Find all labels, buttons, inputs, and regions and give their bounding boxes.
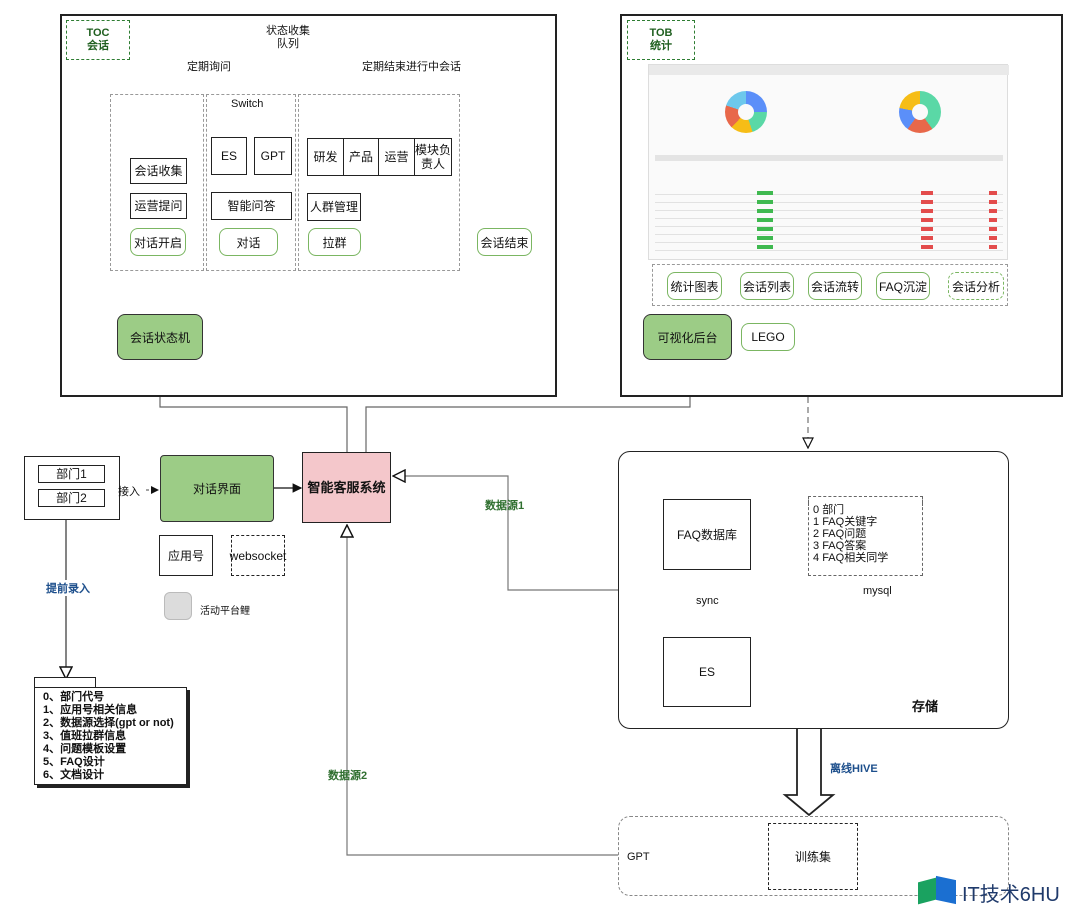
ops-question-box: 运营提问: [130, 193, 187, 219]
session-flow-box: 会话流转: [808, 272, 862, 300]
config-list-tab: [34, 677, 96, 687]
queue-label-2: 队列: [277, 38, 299, 50]
config-item: 5、FAQ设计: [43, 756, 105, 768]
storage-title: 存储: [912, 699, 939, 714]
offline-hive-label: 离线HIVE: [830, 763, 878, 775]
crowd-manage-box: 人群管理: [307, 193, 361, 221]
periodic-query-label: 定期询问: [185, 58, 233, 74]
module-owner-line2: 责人: [420, 157, 445, 171]
brand-text: IT技术6HU: [962, 884, 1060, 906]
smart-qa-box: 智能问答: [211, 192, 292, 220]
faq-fields-table: 0 部门 1 FAQ关键字 2 FAQ问题 3 FAQ答案 4 FAQ相关同学: [808, 496, 923, 576]
faq-field-row: 2 FAQ问题: [813, 528, 867, 540]
websocket-box: websocket: [230, 535, 286, 576]
session-list-box: 会话列表: [740, 272, 794, 300]
dialog-open-box: 对话开启: [130, 228, 186, 256]
faq-field-row: 1 FAQ关键字: [813, 516, 878, 528]
activity-avatar: [164, 592, 192, 620]
config-item: 1、应用号相关信息: [43, 704, 138, 716]
config-item: 2、数据源选择(gpt or not): [43, 717, 174, 729]
dept1-box: 部门1: [38, 465, 105, 483]
pre-entry-label: 提前录入: [46, 580, 90, 596]
screenshot-filter-bar: [655, 155, 1003, 161]
tob-features-group: [652, 264, 1008, 306]
storage-es-box: ES: [663, 637, 751, 707]
stats-chart-box: 统计图表: [667, 272, 722, 300]
config-item: 6、文档设计: [43, 769, 105, 781]
faq-field-row: 0 部门: [813, 504, 845, 516]
group-box: 拉群: [308, 228, 361, 256]
screenshot-table: [655, 187, 1003, 255]
activity-label: 活动平台鲤: [200, 606, 250, 617]
datasource2-line: [347, 525, 618, 856]
mysql-label: mysql: [863, 585, 892, 597]
gpt-box: GPT: [254, 137, 292, 175]
sync-label: sync: [696, 595, 719, 607]
tob-tag-title: TOB: [649, 27, 673, 39]
access-label: 接入: [118, 486, 140, 498]
state-machine-box: 会话状态机: [117, 314, 203, 360]
switch-label: Switch: [231, 98, 264, 110]
config-item: 4、问题模板设置: [43, 743, 127, 755]
module-owner-box: 模块负 责人: [414, 138, 452, 176]
smart-cs-system-box: 智能客服系统: [302, 452, 391, 523]
toc-tag: TOC 会话: [66, 20, 130, 60]
gpt-label: GPT: [627, 851, 650, 863]
faq-field-row: 4 FAQ相关同学: [813, 552, 889, 564]
session-end-box: 会话结束: [477, 228, 532, 256]
toc-group-left: [110, 94, 204, 271]
toc-group-right: [298, 94, 460, 271]
dashboard-screenshot: [648, 64, 1009, 260]
rd-box: 研发: [307, 138, 344, 176]
datasource2-label: 数据源2: [328, 770, 368, 782]
lego-box: LEGO: [741, 323, 795, 351]
faq-fields-list: 0 部门 1 FAQ关键字 2 FAQ问题 3 FAQ答案 4 FAQ相关同学: [808, 502, 923, 576]
periodic-end-label: 定期结束进行中会话: [360, 58, 463, 74]
offline-hive-arrow: [782, 727, 836, 817]
session-collect-box: 会话收集: [130, 158, 187, 184]
faq-field-row: 3 FAQ答案: [813, 540, 867, 552]
visual-backend-box: 可视化后台: [643, 314, 732, 360]
faq-deposit-box: FAQ沉淀: [876, 272, 930, 300]
dept2-box: 部门2: [38, 489, 105, 507]
screenshot-browser-bar: [649, 65, 1009, 75]
config-list: 0、部门代号 1、应用号相关信息 2、数据源选择(gpt or not) 3、值…: [34, 687, 187, 785]
config-item: 0、部门代号: [43, 691, 105, 703]
datasource1-label: 数据源1: [485, 500, 525, 512]
train-set-box: 训练集: [768, 823, 858, 890]
app-account-box: 应用号: [159, 535, 213, 576]
session-analysis-box: 会话分析: [948, 272, 1004, 300]
queue-label-1: 状态收集: [266, 25, 310, 37]
dialog-box: 对话: [219, 228, 278, 256]
product-box: 产品: [343, 138, 379, 176]
faq-db-box: FAQ数据库: [663, 499, 751, 570]
toc-group-middle: [206, 94, 296, 271]
dialog-ui-box: 对话界面: [160, 455, 274, 522]
tob-tag-subtitle: 统计: [650, 40, 672, 52]
toc-tag-subtitle: 会话: [87, 40, 109, 52]
toc-tag-title: TOC: [86, 27, 110, 39]
config-item: 3、值班拉群信息: [43, 730, 127, 742]
brand-logo-icon: [918, 875, 958, 905]
es-box: ES: [211, 137, 247, 175]
datasource1-line: [393, 476, 618, 591]
module-owner-line1: 模块负: [415, 143, 452, 157]
tob-tag: TOB 统计: [627, 20, 695, 60]
ops-box: 运营: [378, 138, 415, 176]
